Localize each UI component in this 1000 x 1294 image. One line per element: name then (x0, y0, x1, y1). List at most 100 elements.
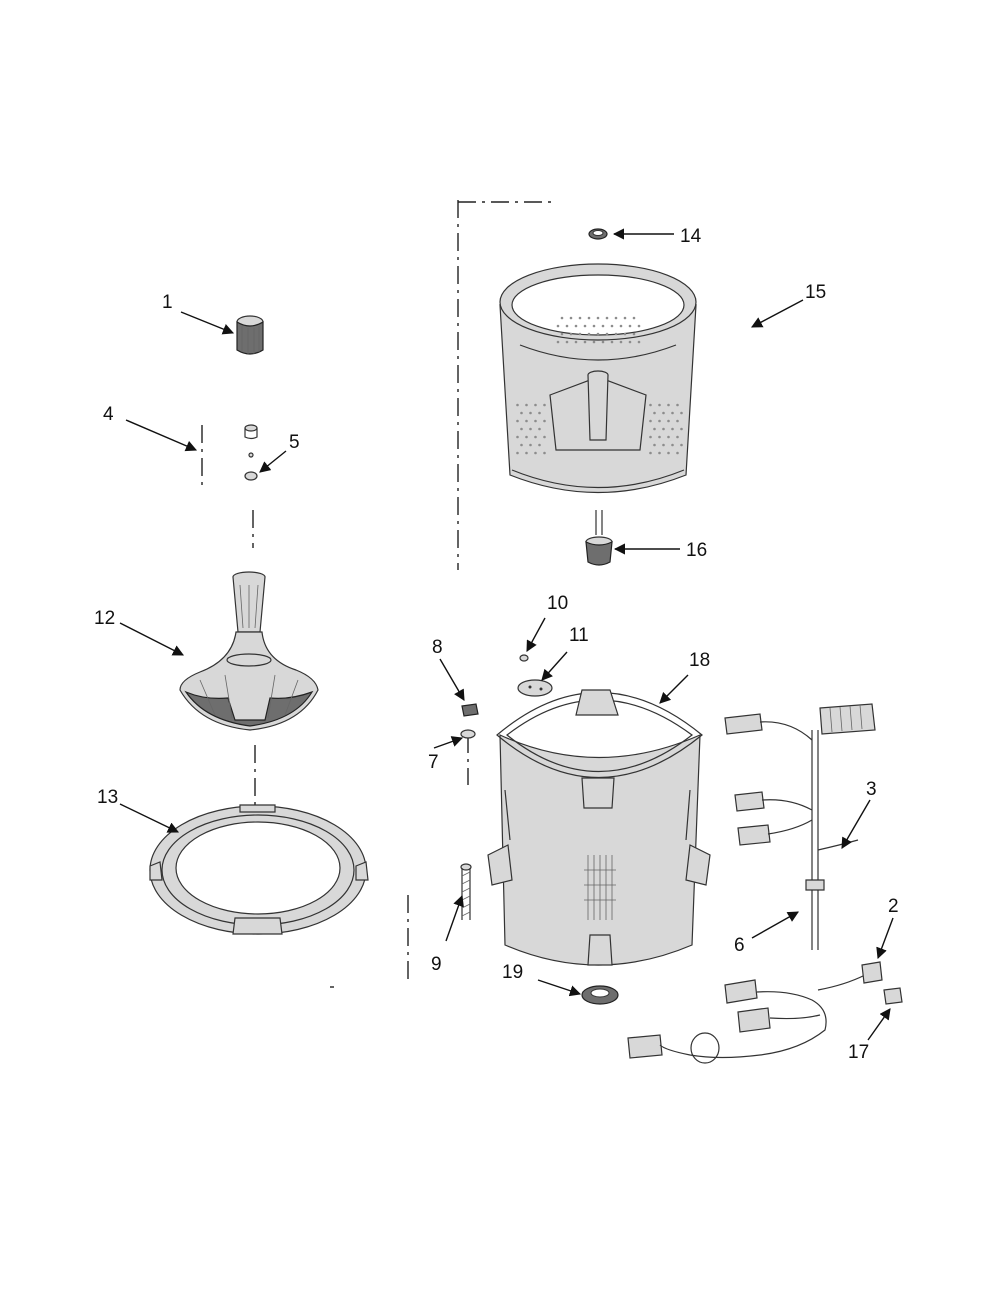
perforation-dot (565, 324, 569, 328)
perforation-dot (658, 403, 661, 407)
perforation-dot (534, 403, 537, 407)
perforation-dot (680, 427, 683, 431)
perforation-dot (525, 419, 528, 423)
perforation-dot (543, 419, 546, 423)
perforation-dot (525, 451, 528, 455)
leader-lines (119, 228, 894, 1041)
perforation-dot (610, 324, 614, 328)
perforation-dot (614, 332, 618, 336)
perforation-dot (680, 443, 683, 447)
perforation-dot (649, 451, 652, 455)
callout-12: 12 (94, 608, 115, 629)
callout-18: 18 (689, 650, 710, 671)
perforation-dot (565, 340, 569, 344)
perforation-dot (543, 435, 546, 439)
perforation-dot (619, 324, 623, 328)
perforation-dot (667, 451, 670, 455)
perforation-dot (623, 332, 627, 336)
perforation-dot (662, 411, 665, 415)
callout-14: 14 (680, 226, 702, 247)
callout-13: 13 (97, 787, 118, 808)
perforation-dot (667, 419, 670, 423)
callout-4: 4 (103, 404, 114, 425)
perforation-dot (538, 427, 541, 431)
callout-6: 6 (734, 935, 745, 956)
perforation-dot (653, 427, 656, 431)
callout-8: 8 (432, 637, 443, 658)
callout-5: 5 (289, 432, 300, 453)
perforation-dot (637, 324, 641, 328)
callout-numbers: 1 2 3 4 5 6 7 8 9 10 11 12 13 14 15 16 1… (94, 226, 899, 1063)
perforation-dot (637, 340, 641, 344)
perforation-dot (534, 419, 537, 423)
perforation-dot (662, 427, 665, 431)
perforation-dot (596, 316, 600, 320)
perforation-dot (556, 324, 560, 328)
perforation-dot (592, 324, 596, 328)
perforation-dot (667, 403, 670, 407)
perforation-dot (560, 332, 564, 336)
perforation-dot (538, 443, 541, 447)
perforation-dot (601, 340, 605, 344)
perforation-dot (583, 324, 587, 328)
perforation-dot (538, 411, 541, 415)
perforation-dot (592, 340, 596, 344)
callout-9: 9 (431, 954, 442, 975)
perforation-dot (676, 419, 679, 423)
part-2-17-lower-harness (627, 961, 903, 1064)
perforation-dot (610, 340, 614, 344)
perforation-dot (632, 332, 636, 336)
perforation-dot (628, 324, 632, 328)
perforation-dot (516, 451, 519, 455)
part-4-5-fasteners (244, 424, 258, 481)
perforation-dot (578, 316, 582, 320)
perforation-dot (516, 435, 519, 439)
perforation-dot (658, 451, 661, 455)
callout-15: 15 (805, 282, 826, 303)
perforation-dot (605, 332, 609, 336)
perforation-dot (534, 451, 537, 455)
perforation-dot (520, 443, 523, 447)
perforation-dot (623, 316, 627, 320)
perforation-dot (583, 340, 587, 344)
perforation-dot (653, 411, 656, 415)
perforation-dot (574, 324, 578, 328)
callout-2: 2 (888, 896, 899, 917)
perforation-dot (658, 435, 661, 439)
perforation-dot (676, 403, 679, 407)
perforation-dot (671, 443, 674, 447)
part-12-agitator (179, 571, 319, 731)
perforation-dot (578, 332, 582, 336)
perforation-dot (601, 324, 605, 328)
perforation-dot (569, 316, 573, 320)
part-7-8-10-11-hardware (460, 654, 553, 739)
perforation-dot (534, 435, 537, 439)
perforation-dot (569, 332, 573, 336)
basket-perforations (516, 316, 683, 455)
perforation-dot (676, 451, 679, 455)
perforation-dot (520, 411, 523, 415)
callout-3: 3 (866, 779, 877, 800)
perforation-dot (662, 443, 665, 447)
perforation-dot (628, 340, 632, 344)
perforation-dot (649, 435, 652, 439)
part-1-agitator-cap (236, 315, 264, 355)
perforation-dot (596, 332, 600, 336)
perforation-dot (605, 316, 609, 320)
perforation-dot (649, 419, 652, 423)
perforation-dot (649, 403, 652, 407)
perforation-dot (587, 316, 591, 320)
part-14-seal (588, 228, 608, 240)
perforation-dot (525, 403, 528, 407)
callout-11: 11 (569, 625, 589, 646)
part-16-hub (585, 510, 613, 566)
perforation-dot (543, 451, 546, 455)
perforation-dot (529, 411, 532, 415)
perforation-dot (574, 340, 578, 344)
perforation-dot (543, 403, 546, 407)
perforation-dot (587, 332, 591, 336)
perforation-dot (632, 316, 636, 320)
part-19-drive-seal (581, 985, 619, 1005)
perforation-dot (671, 427, 674, 431)
